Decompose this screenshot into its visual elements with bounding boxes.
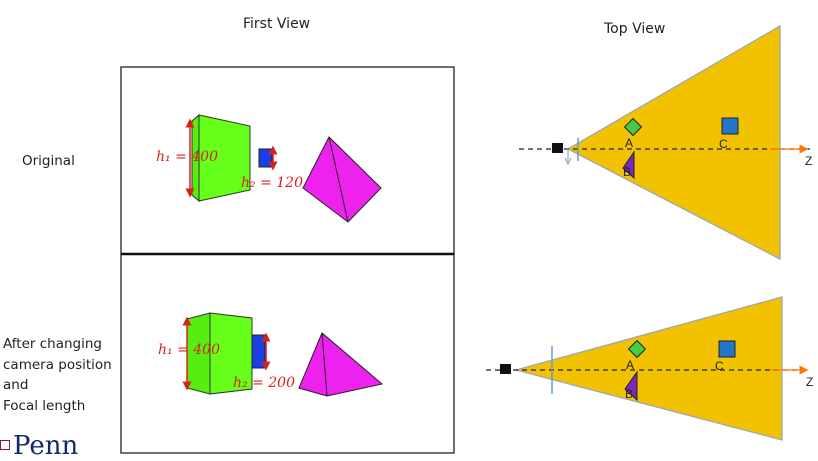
diamond-a [623, 117, 643, 137]
camera-icon [500, 364, 511, 374]
row-label-line: Focal length [3, 397, 86, 414]
original-image-panel: h₁ = 400 h₂ = 120 [156, 113, 382, 223]
camera-icon [552, 143, 563, 153]
top-view-changed: Z A B C [486, 296, 813, 441]
row-label-changed: After changing camera position and Focal… [3, 334, 112, 416]
magenta-pyramid [302, 136, 382, 223]
point-a-label: A [626, 358, 634, 372]
h2-label: h₂ = 200 [233, 375, 295, 391]
h1-label: h₁ = 400 [158, 342, 220, 358]
blue-box [258, 148, 273, 168]
z-axis-label: Z [805, 154, 812, 168]
view-cone [566, 24, 781, 261]
top-view-heading: Top View [604, 21, 666, 37]
penn-shield-icon [0, 440, 10, 450]
square-c [721, 117, 739, 135]
view-cone [513, 296, 783, 441]
point-a-label: A [625, 136, 633, 150]
square-c [718, 340, 736, 358]
row-label-line: After changing [3, 336, 102, 352]
row-label-line: and [3, 377, 29, 393]
point-b-label: B [623, 165, 631, 179]
penn-logo: Penn [0, 433, 78, 459]
blue-box [251, 334, 266, 369]
row-label-line: camera position [3, 356, 112, 373]
point-c-label: C [715, 359, 724, 373]
first-view-frame [120, 66, 455, 454]
triangle-b [622, 150, 635, 180]
magenta-pyramid [298, 332, 384, 397]
row-label-original: Original [22, 153, 75, 169]
triangle-b [624, 370, 638, 402]
point-c-label: C [719, 137, 728, 151]
top-view-original: Z A B C [519, 24, 812, 261]
changed-image-panel: h₁ = 400 h₂ = 200 [158, 312, 384, 397]
penn-logo-text: Penn [13, 431, 79, 461]
z-axis-label: Z [806, 375, 813, 389]
diamond-a [627, 339, 647, 359]
h1-label: h₁ = 400 [156, 149, 218, 165]
h2-label: h₂ = 120 [241, 175, 303, 191]
first-view-heading: First View [243, 16, 311, 32]
point-b-label: B [625, 387, 633, 401]
